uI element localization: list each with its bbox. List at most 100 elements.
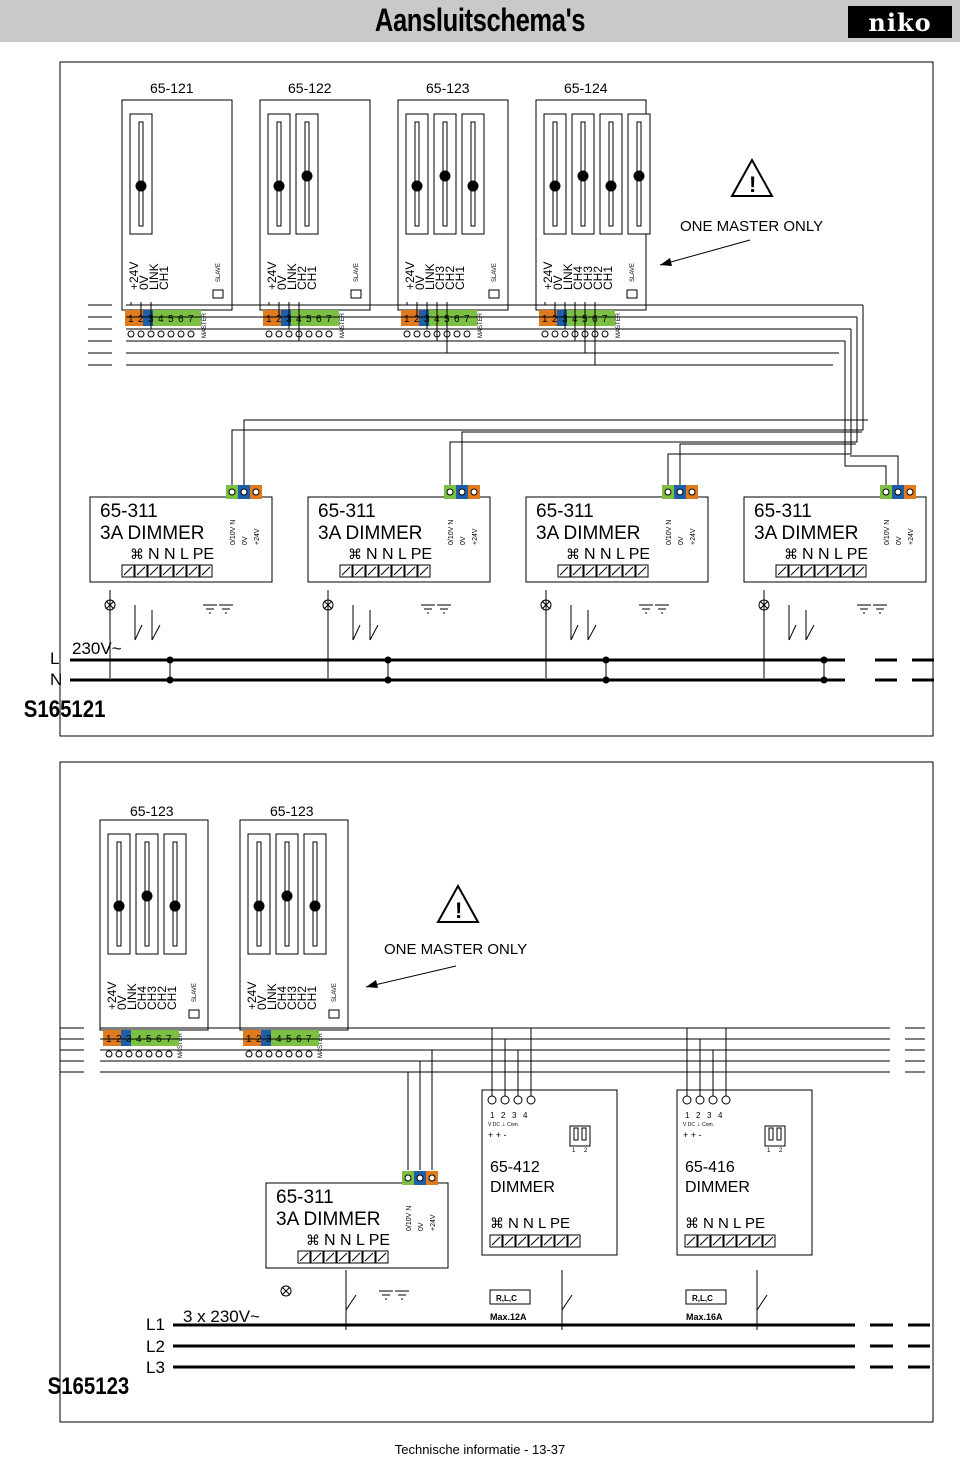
one-master-only: ONE MASTER ONLY [680,218,823,235]
screw-terminal [125,1050,133,1058]
dimmer-terminal-label: N N L PE [324,1232,390,1249]
master-label: MASTER [318,1032,324,1058]
control-screw [470,488,478,496]
terminal-label: LINK [285,263,299,290]
bottom-diagram: 65-123+24V0VLINKCH4CH3CH2CH1MASTERSLAVE1… [48,761,934,1423]
supply-L-label: L [50,649,59,668]
screw-slot [338,1252,348,1262]
screw-slot [377,1252,387,1262]
screw-terminal [187,330,195,338]
control-label: 0/10V N [884,520,891,545]
switch-contact [570,624,579,641]
screw-terminal [157,330,165,338]
slider-track [256,841,262,947]
din-dimmer-name: DIMMER [490,1179,555,1196]
screw-terminal [423,330,431,338]
control-screw [404,1174,412,1182]
screw-terminal [127,330,135,338]
din-screw-slot [738,1236,748,1246]
dimmer-terminal-label: N N L PE [802,546,868,563]
screw-slot [354,566,364,576]
terminal-number: 6 [178,314,184,325]
control-screw [416,1174,424,1182]
din-switch-lever [581,1127,587,1141]
dimmer-name: 3A DIMMER [754,523,859,544]
switch-contact [345,1294,357,1311]
screw-slot [585,566,595,576]
terminal-number: 4 [158,314,164,325]
master-switch [328,1009,340,1019]
din-screw-slot [764,1236,774,1246]
screw-terminal [541,330,549,338]
screw-slot [611,566,621,576]
din-polarity: + + - [683,1130,702,1140]
screw-slot [149,566,159,576]
terminal-label: 0V [115,995,129,1010]
terminal-label: CH1 [601,266,615,290]
terminal-number: 1 [128,314,134,325]
control-label: +24V [472,528,479,545]
slave-label: SLAVE [492,263,498,282]
schema-code: S165123 [48,1372,130,1399]
rlc-load [685,1289,727,1305]
din-terminal-sub: V DC ⊥ Com. [683,1122,714,1128]
terminal-ch [131,1030,179,1046]
din-screw-slot [712,1236,722,1246]
screw-terminal [295,1050,303,1058]
slider-track [116,841,122,947]
din-screw-slot [556,1236,566,1246]
supply-L1-label: L1 [146,1315,165,1334]
control-wire [243,419,868,495]
control-label: +24V [430,1214,437,1231]
terminal-label: +24V [403,262,417,290]
logo-text: niko [868,7,932,37]
screw-terminal [561,330,569,338]
screw-slot [803,566,813,576]
dimmer-symbol: ⌘ [566,546,580,562]
screw-slot [364,1252,374,1262]
din-symbol: ⌘ [685,1215,699,1231]
screw-terminal [305,330,313,338]
master-label: MASTER [202,312,208,338]
rlc-load [489,1289,531,1305]
din-screw-slot [530,1236,540,1246]
dimmer-symbol: ⌘ [306,1232,320,1248]
din-terminal-number: 2 [501,1111,506,1120]
screw-terminal [135,1050,143,1058]
screw-terminal [453,330,461,338]
screw-slot [201,566,211,576]
control-screw [882,488,890,496]
dimmer-terminal-label: N N L PE [366,546,432,563]
slider-track [172,841,178,947]
control-label: 0V [896,536,903,545]
din-switch [764,1125,786,1147]
terminal-24v [401,310,419,326]
terminal-number: 2 [276,314,282,325]
din-terminal-number: 3 [707,1111,712,1120]
control-screw [240,488,248,496]
terminal-number: 5 [168,314,174,325]
slider-knob [135,180,147,192]
control-screw [252,488,260,496]
master-label: MASTER [616,312,622,338]
screw-terminal [245,1050,253,1058]
terminal-number: 2 [552,314,558,325]
din-terminal [682,1095,692,1105]
terminal-label: CH3 [581,266,595,290]
din-terminal-number: 4 [718,1111,723,1120]
lamp-cross [281,1286,291,1296]
terminal-number: 6 [454,314,460,325]
din-terminal-number: 1 [685,1111,690,1120]
dimmer-terminal-label: N N L PE [584,546,650,563]
screw-terminal [315,330,323,338]
niko-logo: niko [848,6,952,38]
terminal-24v [243,1030,261,1046]
din-symbol: ⌘ [490,1215,504,1231]
screw-slot [136,566,146,576]
switch-contact [352,624,361,641]
screw-terminal [147,330,155,338]
slider-knob [273,180,285,192]
control-screw [428,1174,436,1182]
terminal-number: 6 [316,314,322,325]
screw-slot [829,566,839,576]
